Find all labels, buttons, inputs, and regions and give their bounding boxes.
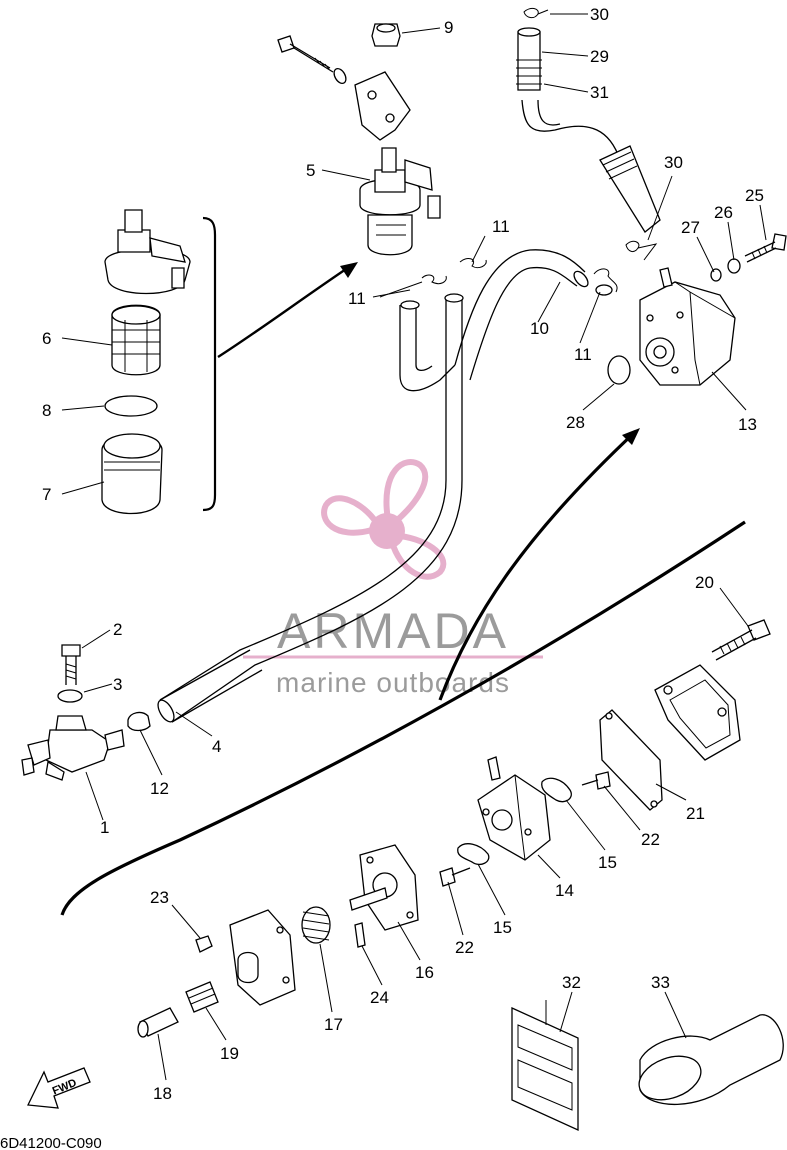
pointer-arrow-to-pump <box>438 430 637 701</box>
callout: 15 <box>598 853 617 872</box>
callout: 2 <box>113 620 122 639</box>
callout: 17 <box>324 1015 343 1034</box>
bolt-2 <box>61 644 81 685</box>
hose-clip-11b <box>459 258 487 269</box>
watermark: ARMADA marine outboards <box>243 459 543 698</box>
callout: 18 <box>153 1084 172 1103</box>
callout: 31 <box>590 83 609 102</box>
hose-clip-11a <box>421 274 447 285</box>
callout: 10 <box>530 319 549 338</box>
plunger-18 <box>137 1007 179 1038</box>
callout: 3 <box>113 675 122 694</box>
arrow-head <box>622 428 640 445</box>
callout: 22 <box>641 830 660 849</box>
gasket-21 <box>599 709 663 811</box>
leader-lines <box>61 13 767 1081</box>
screw-25 <box>744 233 787 263</box>
callout: 11 <box>492 217 510 236</box>
spring-17 <box>301 906 331 944</box>
callout: 8 <box>42 401 51 420</box>
callout: 23 <box>150 888 169 907</box>
bolt-with-washer <box>277 35 347 85</box>
callout: 30 <box>590 5 609 24</box>
pump-body-14 <box>477 756 551 861</box>
callout: 22 <box>455 938 474 957</box>
pump-cover-plate <box>654 664 741 761</box>
callout: 5 <box>306 161 315 180</box>
check-valve-15b <box>457 843 490 866</box>
callout: 29 <box>590 47 609 66</box>
divider-line <box>60 520 746 916</box>
callout: 12 <box>150 779 169 798</box>
callout: 20 <box>695 573 714 592</box>
screw-22a <box>581 771 611 790</box>
callout: 19 <box>220 1044 239 1063</box>
spring-19 <box>185 981 219 1013</box>
callout: 4 <box>212 737 221 756</box>
callout: 28 <box>566 413 585 432</box>
fuel-connector-1 <box>21 715 125 781</box>
filter-cover-33 <box>638 1014 784 1106</box>
washer-26 <box>727 258 741 274</box>
mounting-bracket <box>354 71 411 141</box>
callout: 1 <box>100 818 109 837</box>
fuel-hose-10 <box>454 249 589 381</box>
callout: 11 <box>348 289 366 308</box>
callout: 6 <box>42 329 51 348</box>
diaphragm-16 <box>349 844 419 931</box>
callout: 32 <box>562 973 581 992</box>
hose-clip-30a <box>523 7 549 19</box>
warning-label-32 <box>511 1000 579 1132</box>
fuel-hose-29 <box>521 99 661 233</box>
callout: 14 <box>555 881 574 900</box>
nut-9 <box>371 23 401 47</box>
pin-24 <box>354 922 366 948</box>
fuel-hose-main <box>159 293 464 723</box>
hose-fitting-29 <box>516 27 542 91</box>
hose-clip-11c <box>593 268 618 296</box>
bracket <box>202 216 217 512</box>
callout: 27 <box>681 218 700 237</box>
filter-cap <box>104 209 191 295</box>
nut-23 <box>195 935 213 953</box>
callout: 21 <box>686 804 705 823</box>
screw-22b <box>439 867 471 887</box>
fwd-arrow-icon: FWD <box>27 1067 91 1109</box>
callout: 9 <box>444 18 453 37</box>
callout-labels: 1 2 3 4 5 6 7 8 9 10 11 11 11 12 13 14 1… <box>42 5 764 1103</box>
callout: 13 <box>738 415 757 434</box>
arrow-head <box>340 262 358 278</box>
pump-base-plate <box>229 909 296 1006</box>
hose-clip-30b <box>625 240 658 261</box>
propeller-logo-icon <box>321 459 447 580</box>
pointer-arrow-to-filter <box>217 264 353 359</box>
filter-element-6 <box>111 304 161 376</box>
fuel-hose-4 <box>157 649 263 723</box>
watermark-tagline: marine outboards <box>276 667 510 698</box>
callout: 33 <box>651 973 670 992</box>
callout: 30 <box>664 153 683 172</box>
washer-3 <box>57 689 83 703</box>
watermark-brand: ARMADA <box>277 603 509 659</box>
callout: 11 <box>574 345 592 364</box>
washer-27 <box>710 268 722 282</box>
o-ring-8 <box>104 395 158 417</box>
hose-clip-12 <box>127 711 151 732</box>
callout: 15 <box>493 918 512 937</box>
check-valve-15a <box>541 777 572 803</box>
callout: 7 <box>42 485 51 504</box>
callout: 26 <box>714 203 733 222</box>
fuel-pump-assembly <box>639 267 736 386</box>
screw-20 <box>711 619 771 661</box>
callout: 25 <box>745 186 764 205</box>
o-ring-28 <box>607 355 631 385</box>
filter-cup-7 <box>101 433 163 515</box>
callout: 24 <box>370 988 389 1007</box>
diagram-code: 6D41200-C090 <box>0 1135 102 1150</box>
callout: 16 <box>415 963 434 982</box>
fuel-filter-assembly <box>359 147 441 256</box>
